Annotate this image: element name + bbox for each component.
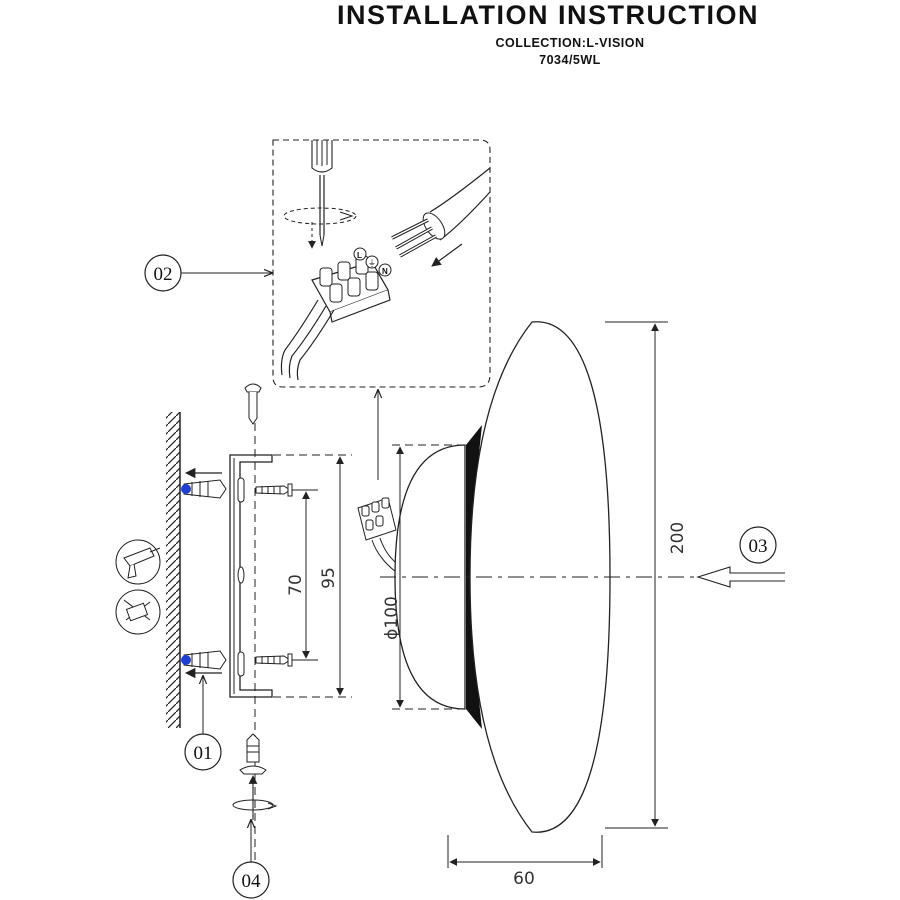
terminal-earth-label: ⏚: [368, 259, 376, 268]
bottom-set-screw: [232, 733, 278, 820]
callout-04: 04: [232, 820, 270, 899]
callout-02: 02: [144, 254, 272, 292]
mains-cable-icon: [391, 167, 491, 267]
wiring-detail-box: L ⏚ N: [272, 139, 491, 388]
callout-03-label: 03: [749, 536, 768, 557]
dimension-200-label: 200: [668, 522, 688, 554]
dimension-70-label: 70: [286, 574, 306, 596]
dimension-200: 200: [605, 321, 688, 829]
dimension-diameter-100: ϕ100: [382, 444, 466, 710]
mounting-bracket: [229, 454, 273, 698]
wall: [166, 412, 181, 728]
callout-04-label: 04: [242, 871, 262, 892]
header: INSTALLATION INSTRUCTION COLLECTION:L-VI…: [0, 0, 900, 80]
screwdriver-icon: [283, 140, 357, 249]
dimension-60-label: 60: [513, 869, 535, 889]
lamp-terminal-block: [357, 497, 409, 583]
callout-01-label: 01: [194, 743, 213, 764]
dimension-95-label: 95: [319, 567, 339, 589]
dowel-dot-bottom: [181, 655, 191, 665]
mounting-screw-bottom: [255, 653, 293, 667]
dimension-95: 95: [260, 454, 352, 698]
dowel-dot-top: [181, 484, 191, 494]
drill-icon: [115, 539, 161, 585]
top-set-screw: [244, 383, 262, 425]
terminal-live-label: L: [357, 251, 362, 260]
mounting-screw-top: [255, 483, 293, 497]
page-title: INSTALLATION INSTRUCTION: [337, 0, 759, 30]
no-tile-drill-icon: [115, 589, 161, 635]
terminal-block-icon: L ⏚ N: [280, 247, 392, 381]
wall-dowel-bottom: [181, 650, 227, 679]
terminal-neutral-label: N: [382, 267, 388, 276]
wall-dowel-top: [181, 467, 227, 499]
dimension-60: 60: [447, 835, 603, 889]
model-number: 7034/5WL: [539, 53, 601, 67]
callout-03: 03: [696, 526, 785, 588]
dimension-70: 70: [286, 489, 318, 661]
callout-02-label: 02: [154, 264, 173, 285]
collection-label: COLLECTION:L-VISION: [495, 36, 645, 50]
callout-01: 01: [184, 676, 222, 771]
dimension-diameter-100-label: ϕ100: [382, 596, 402, 640]
